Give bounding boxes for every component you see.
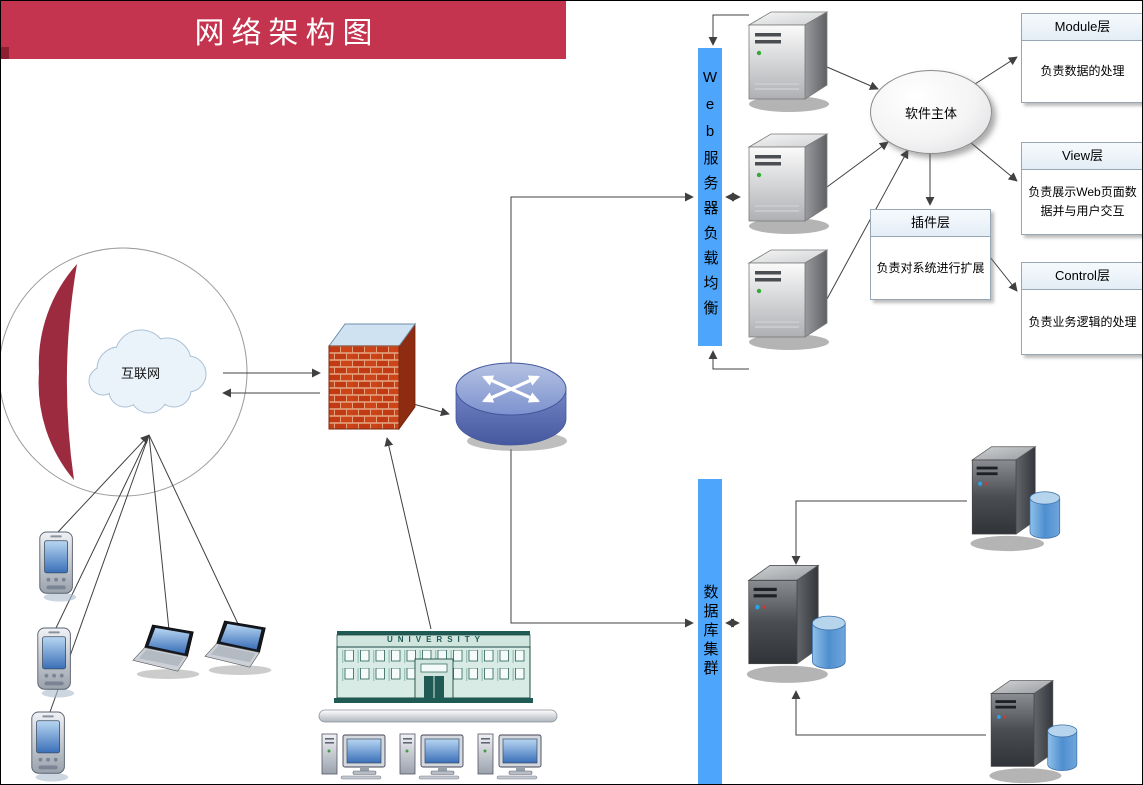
web-server-icon-1 <box>748 11 830 113</box>
router-cross-arrow-2 <box>481 375 541 403</box>
db-server-icon-bottom <box>988 680 1078 784</box>
db-cluster-label: 数据库集群 <box>701 584 719 679</box>
connector-dbbottom-dbmain <box>791 690 986 736</box>
internet-label: 互联网 <box>121 366 161 381</box>
workstation-icon-1 <box>321 733 386 780</box>
module-layer-desc: 负责数据的处理 <box>1040 64 1125 79</box>
view-layer-box: View层 负责展示Web页面数据并与用户交互 <box>1021 142 1142 235</box>
connector-server1-to-software <box>826 66 879 90</box>
connector-plugin-to-control <box>989 256 1018 292</box>
smartphone-icon-3 <box>31 711 69 783</box>
connector-software-to-module <box>974 56 1018 85</box>
diagram-title: 网络架构图 <box>194 17 380 50</box>
plugin-layer-title: 插件层 <box>871 210 990 237</box>
cloud-icon <box>88 329 207 414</box>
connector-server2-to-software <box>826 141 889 188</box>
plugin-layer-box: 插件层 负责对系统进行扩展 <box>870 209 991 300</box>
connector-router-to-dbcluster <box>510 449 694 628</box>
university-building-icon <box>334 631 533 703</box>
view-layer-desc: 负责展示Web页面数据并与用户交互 <box>1028 185 1137 218</box>
connector-dbtop-dbmain <box>791 500 967 565</box>
db-cluster-bar: 数据库集群 <box>698 479 722 784</box>
connector-server3-to-software <box>826 149 909 300</box>
connector-building-to-firewall <box>384 437 432 630</box>
view-layer-title: View层 <box>1022 143 1142 170</box>
module-layer-title: Module层 <box>1022 14 1142 41</box>
laptop-icon-1 <box>132 624 200 680</box>
university-label: UNIVERSITY <box>386 635 485 644</box>
db-server-icon-top <box>970 446 1061 552</box>
web-lb-label: Web服务器负载均衡 <box>701 69 719 325</box>
smartphone-icon-1 <box>39 531 77 603</box>
campus-wall-bar <box>318 709 558 723</box>
connector-server1-to-weblb <box>708 14 749 46</box>
router-icon <box>455 362 567 451</box>
laptop-icon-2 <box>204 620 272 676</box>
db-server-icon-main <box>746 564 846 684</box>
control-layer-title: Control层 <box>1022 263 1142 290</box>
plugin-layer-desc: 负责对系统进行扩展 <box>876 260 985 275</box>
connector-server3-to-weblb <box>708 350 749 370</box>
control-layer-box: Control层 负责业务逻辑的处理 <box>1021 262 1142 355</box>
workstation-icon-3 <box>477 733 542 780</box>
web-server-icon-3 <box>748 249 830 351</box>
workstation-icon-2 <box>399 733 464 780</box>
software-main-node: 软件主体 <box>870 70 992 154</box>
web-lb-bar: Web服务器负载均衡 <box>698 48 722 346</box>
firewall-icon <box>328 322 416 431</box>
web-server-icon-2 <box>748 133 830 235</box>
connector-software-to-view <box>969 141 1018 182</box>
control-layer-desc: 负责业务逻辑的处理 <box>1028 314 1137 329</box>
banner-fold <box>1 47 9 59</box>
connector-router-to-weblb <box>510 192 694 364</box>
module-layer-box: Module层 负责数据的处理 <box>1021 13 1142 103</box>
software-main-label: 软件主体 <box>904 105 957 121</box>
smartphone-icon-2 <box>37 627 75 699</box>
crescent-shape <box>38 264 77 480</box>
title-banner: 网络架构图 <box>1 1 566 59</box>
